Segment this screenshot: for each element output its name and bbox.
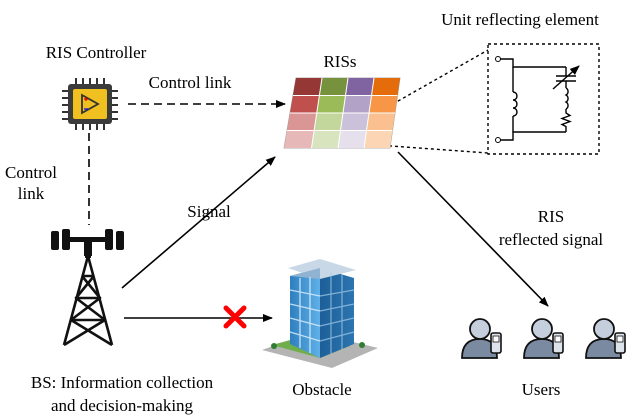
ris-cell (345, 78, 374, 96)
ris-cell (311, 130, 341, 148)
unit-element-circuit (487, 43, 600, 155)
label-ris-controller: RIS Controller (46, 43, 147, 62)
label-bs-2: and decision-making (51, 396, 194, 415)
ris-cell (284, 130, 315, 148)
label-signal: Signal (187, 202, 231, 221)
label-control-link-left-2: link (18, 184, 45, 203)
ris-cell (314, 113, 343, 131)
base-station-icon (51, 229, 124, 347)
label-obstacle: Obstacle (292, 380, 351, 399)
label-riss: RISs (323, 52, 356, 71)
label-control-link-top: Control link (149, 73, 232, 92)
blocked-cross-icon (223, 305, 247, 329)
reflected-signal-arrow (397, 151, 549, 307)
user-icon (585, 318, 626, 359)
label-control-link-left: Control (5, 163, 57, 182)
building-icon (262, 259, 378, 368)
user-icon (461, 318, 502, 359)
ris-cell (317, 95, 346, 113)
ris-cell (371, 78, 400, 96)
ris-cell (338, 130, 367, 148)
ris-cell (287, 113, 317, 131)
label-unit-reflecting-element: Unit reflecting element (441, 10, 599, 29)
chip-icon (62, 78, 118, 130)
ris-panel (283, 77, 401, 149)
ris-cell (366, 113, 395, 131)
user-icon (523, 318, 564, 359)
ris-cell (343, 95, 372, 113)
ris-cell (290, 95, 320, 113)
label-ris-reflected-1: RIS (538, 207, 564, 226)
ris-cell (364, 130, 393, 148)
ris-cell (369, 95, 398, 113)
ris-cell (293, 78, 322, 96)
label-users: Users (522, 380, 561, 399)
signal-arrow (121, 156, 276, 289)
zoom-dotted-lines (376, 49, 489, 154)
label-ris-reflected-2: reflected signal (499, 230, 604, 249)
label-bs-1: BS: Information collection (31, 373, 214, 392)
ris-cell (340, 113, 369, 131)
ris-cell (319, 78, 348, 96)
